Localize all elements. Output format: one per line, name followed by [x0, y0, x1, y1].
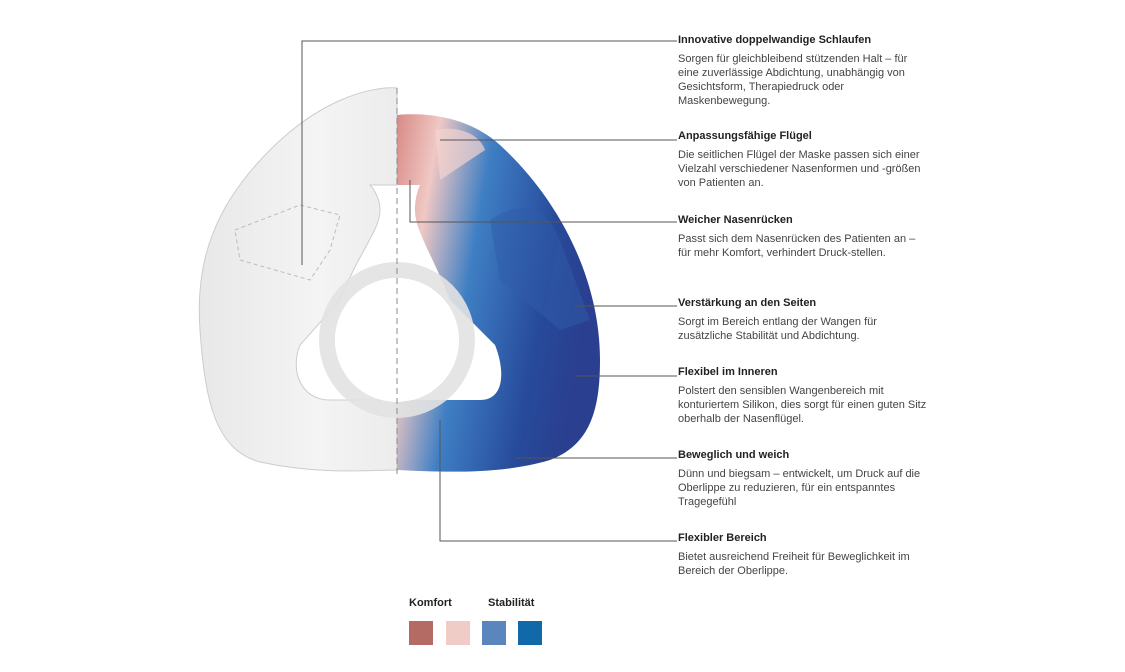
legend-komfort-label: Komfort — [409, 597, 452, 609]
feature-text: Dünn und biegsam – entwickelt, um Druck … — [678, 468, 921, 508]
feature-title: Anpassungsfähige Flügel — [678, 130, 812, 142]
mask-left-half — [198, 87, 398, 472]
mask-right-half — [397, 114, 600, 472]
feature-title: Verstärkung an den Seiten — [678, 297, 817, 309]
legend-swatch-stability-dark — [518, 621, 542, 645]
feature-title: Flexibel im Inneren — [678, 366, 778, 378]
feature-text: Die seitlichen Flügel der Maske passen s… — [678, 149, 921, 189]
legend-stabilitaet-label: Stabilität — [488, 597, 535, 609]
feature-text: Sorgen für gleichbleibend stützenden Hal… — [678, 53, 908, 107]
feature-title: Innovative doppelwandige Schlaufen — [678, 34, 872, 46]
legend-swatch-komfort-light — [446, 621, 470, 645]
feature-text: Sorgt im Bereich entlang der Wangen für … — [678, 316, 877, 342]
leader-lines — [301, 40, 677, 542]
feature-title: Beweglich und weich — [678, 449, 790, 461]
feature-title: Flexibler Bereich — [678, 532, 767, 544]
feature-text: Bietet ausreichend Freiheit für Beweglic… — [678, 551, 910, 577]
feature-title: Weicher Nasenrücken — [678, 214, 793, 226]
legend-swatch-stability-light — [482, 621, 506, 645]
legend-swatch-komfort-dark — [409, 621, 433, 645]
feature-text: Polstert den sensiblen Wangenbereich mit… — [678, 385, 927, 425]
feature-text: Passt sich dem Nasenrücken des Patienten… — [678, 233, 916, 259]
